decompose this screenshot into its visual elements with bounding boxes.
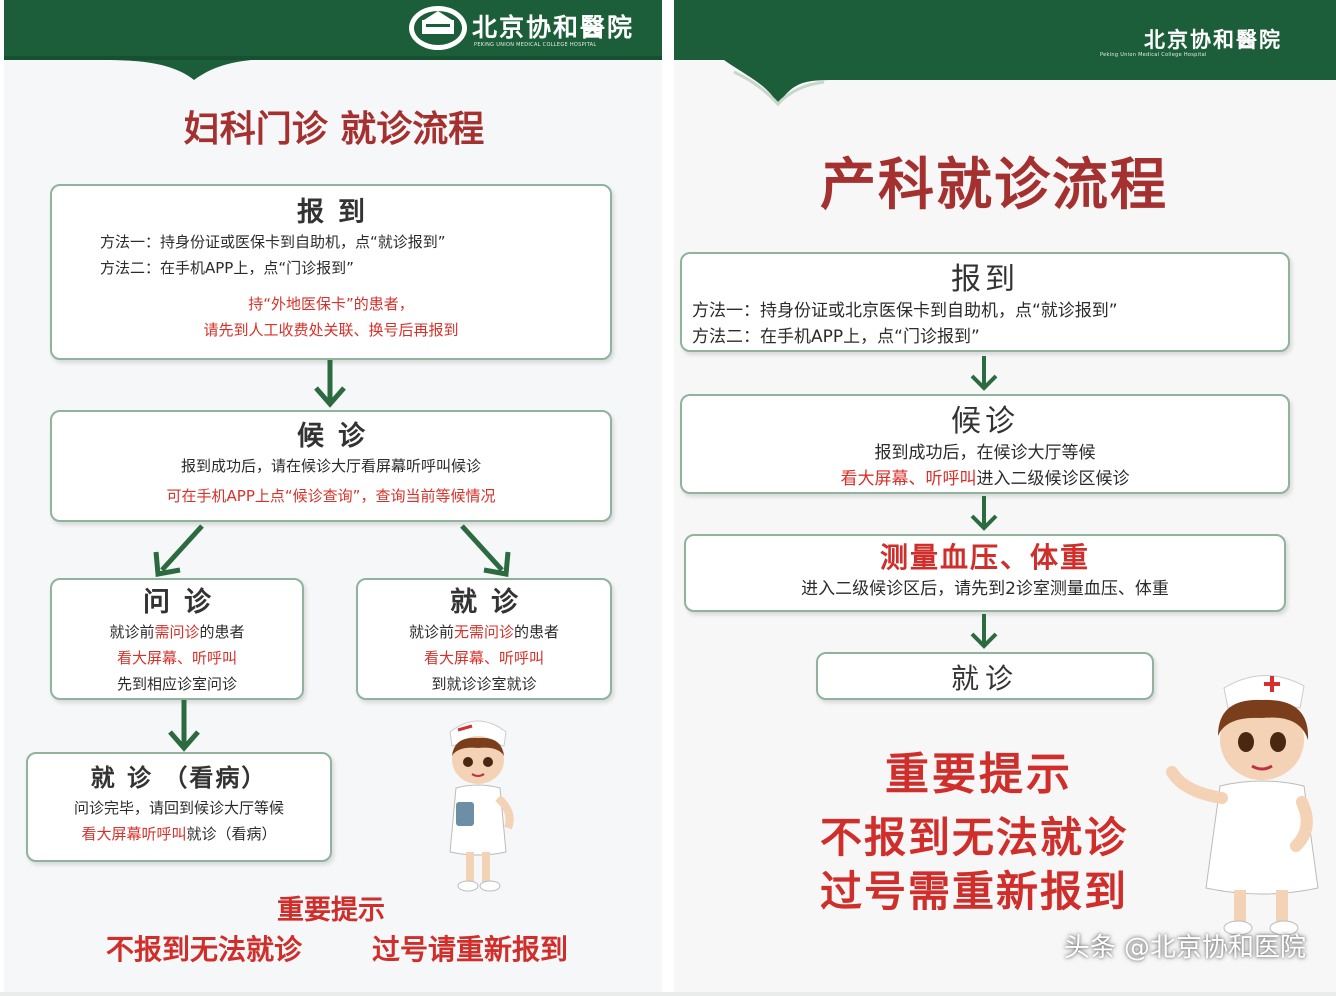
left-visit-line3: 到就诊诊室就诊 xyxy=(431,675,537,693)
right-waiting-line2-black: 进入二级候诊区候诊 xyxy=(976,469,1130,489)
right-waiting-line1: 报到成功后，在候诊大厅等候 xyxy=(874,443,1096,463)
left-visit-line1: 就诊前无需问诊的患者 xyxy=(408,623,560,641)
right-visit-box: 就诊 xyxy=(816,652,1154,700)
right-measure-line1: 进入二级候诊区后，请先到2诊室测量血压、体重 xyxy=(801,579,1169,599)
right-visit-heading: 就诊 xyxy=(950,662,1019,695)
left-tip2: 过号请重新报到 xyxy=(371,933,568,966)
left-title: 妇科门诊 就诊流程 xyxy=(183,109,485,150)
down-arrow-icon xyxy=(970,614,998,649)
left-visit-sick-heading: 就 诊 （看病） xyxy=(90,764,268,792)
right-waiting-heading: 候诊 xyxy=(951,404,1019,439)
right-logo-text: 北京协和醫院 xyxy=(1144,27,1282,52)
left-visit-line2: 看大屏幕、听呼叫 xyxy=(423,649,544,667)
hospital-emblem-icon xyxy=(409,6,467,50)
left-inquiry-box: 问诊 就诊前需问诊的患者 看大屏幕、听呼叫 先到相应诊室问诊 xyxy=(50,578,304,700)
left-waiting-line2: 可在手机APP上点“候诊查询”，查询当前等候情况 xyxy=(166,487,496,505)
left-inquiry-heading: 问诊 xyxy=(143,587,225,618)
banner-shape xyxy=(674,0,1336,107)
right-checkin-heading: 报到 xyxy=(951,262,1019,297)
left-visit-heading: 就诊 xyxy=(450,587,532,618)
diagonal-left-arrow-icon xyxy=(153,524,204,577)
down-arrow-icon xyxy=(970,356,998,391)
left-logo-text: 北京协和醫院 xyxy=(472,13,635,42)
down-arrow-icon xyxy=(168,700,200,752)
down-arrow-icon xyxy=(970,496,998,531)
left-banner: 北京协和醫院 PEKING UNION MEDICAL COLLEGE HOSP… xyxy=(4,0,662,82)
left-checkin-heading: 报到 xyxy=(297,197,379,228)
right-checkin-method1: 方法一：持身份证或北京医保卡到自助机，点“就诊报到” xyxy=(692,301,1118,321)
left-checkin-box: 报到 方法一：持身份证或医保卡到自助机，点“就诊报到” 方法二：在手机APP上，… xyxy=(50,184,612,360)
right-waiting-line2-red: 看大屏幕、听呼叫 xyxy=(840,469,977,489)
left-tip1: 不报到无法就诊 xyxy=(105,933,302,966)
left-logo-subtitle: PEKING UNION MEDICAL COLLEGE HOSPITAL xyxy=(474,42,597,48)
obstetrics-poster: 北京协和醫院 Peking Union Medical College Hosp… xyxy=(674,0,1336,992)
banner-shape xyxy=(4,0,662,80)
left-visit-sick-line2-red: 看大屏幕听呼叫 xyxy=(81,825,187,843)
left-waiting-heading: 候诊 xyxy=(297,421,379,452)
right-banner: 北京协和醫院 Peking Union Medical College Hosp… xyxy=(674,0,1336,107)
right-waiting-box: 候诊 报到成功后，在候诊大厅等候 看大屏幕、听呼叫进入二级候诊区候诊 xyxy=(680,394,1290,494)
left-checkin-note1: 持“外地医保卡”的患者， xyxy=(248,295,414,313)
left-visit-sick-line2: 看大屏幕听呼叫就诊（看病） xyxy=(28,821,330,847)
left-visit-sick-line2-black: 就诊（看病） xyxy=(186,825,277,843)
left-inquiry-line2: 看大屏幕、听呼叫 xyxy=(116,649,237,667)
right-measure-box: 测量血压、体重 进入二级候诊区后，请先到2诊室测量血压、体重 xyxy=(684,534,1286,612)
right-measure-heading: 测量血压、体重 xyxy=(879,541,1090,574)
watermark: 头条 @北京协和医院 xyxy=(1063,933,1306,963)
right-checkin-box: 报到 方法一：持身份证或北京医保卡到自助机，点“就诊报到” 方法二：在手机APP… xyxy=(680,252,1290,352)
left-tip-title: 重要提示 xyxy=(277,895,385,926)
right-tip-title: 重要提示 xyxy=(885,749,1073,800)
right-tip1: 不报到无法就诊 xyxy=(819,813,1128,862)
left-visit-box: 就诊 就诊前无需问诊的患者 看大屏幕、听呼叫 到就诊诊室就诊 xyxy=(356,578,612,700)
left-inquiry-line3: 先到相应诊室问诊 xyxy=(116,675,237,693)
right-waiting-line2: 看大屏幕、听呼叫进入二级候诊区候诊 xyxy=(682,466,1288,492)
diagonal-right-arrow-icon xyxy=(460,524,511,577)
left-checkin-note2: 请先到人工收费处关联、换号后再报到 xyxy=(203,321,459,339)
gynecology-poster: 北京协和醫院 PEKING UNION MEDICAL COLLEGE HOSP… xyxy=(4,0,662,992)
right-logo-subtitle: Peking Union Medical College Hospital xyxy=(1100,52,1207,58)
nurse-illustration-icon xyxy=(449,720,514,892)
left-waiting-box: 候诊 报到成功后，请在候诊大厅看屏幕听呼叫候诊 可在手机APP上点“候诊查询”，… xyxy=(50,410,612,522)
right-title: 产科就诊流程 xyxy=(820,153,1168,218)
left-checkin-method1: 方法一：持身份证或医保卡到自助机，点“就诊报到” xyxy=(100,233,446,251)
left-checkin-method2: 方法二：在手机APP上，点“门诊报到” xyxy=(100,259,354,277)
left-visit-sick-line1: 问诊完毕，请回到候诊大厅等候 xyxy=(73,799,284,817)
left-visit-sick-box: 就 诊 （看病） 问诊完毕，请回到候诊大厅等候 看大屏幕听呼叫就诊（看病） xyxy=(26,752,332,862)
left-waiting-line1: 报到成功后，请在候诊大厅看屏幕听呼叫候诊 xyxy=(180,457,481,475)
down-arrow-icon xyxy=(314,360,346,408)
nurse-illustration-icon xyxy=(1166,675,1319,936)
bottom-divider xyxy=(0,992,1336,996)
right-checkin-method2: 方法二：在手机APP上，点“门诊报到” xyxy=(692,327,980,347)
left-inquiry-line1: 就诊前需问诊的患者 xyxy=(109,623,245,641)
right-tip2: 过号需重新报到 xyxy=(819,867,1128,916)
